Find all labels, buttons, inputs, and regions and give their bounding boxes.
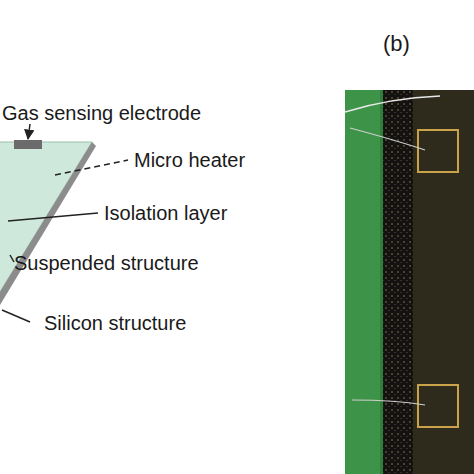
bond-wire <box>345 96 440 112</box>
pcb-background <box>345 90 474 474</box>
bond-wire <box>352 400 425 405</box>
leader-line <box>8 213 98 221</box>
bond-pad <box>418 385 458 427</box>
bond-pad <box>418 130 458 172</box>
heater-dashed-line <box>55 160 128 175</box>
device-photo <box>345 90 474 474</box>
panel-label: (b) <box>383 33 410 55</box>
leader-line <box>28 124 30 139</box>
leader-line <box>10 255 14 262</box>
suspended-edge <box>0 142 96 305</box>
bond-wire <box>350 128 425 150</box>
leader-line <box>2 310 30 322</box>
chip-surface <box>413 90 474 474</box>
part-label: Suspended structure <box>14 253 199 273</box>
sensing-electrode <box>14 140 42 149</box>
part-label: Micro heater <box>134 150 245 170</box>
pcb-background <box>345 90 380 474</box>
sensor-schematic <box>0 124 128 322</box>
part-label: Isolation layer <box>104 203 227 223</box>
part-label: Gas sensing electrode <box>2 103 201 123</box>
part-label: Silicon structure <box>44 313 186 333</box>
chip-edge <box>383 90 413 474</box>
